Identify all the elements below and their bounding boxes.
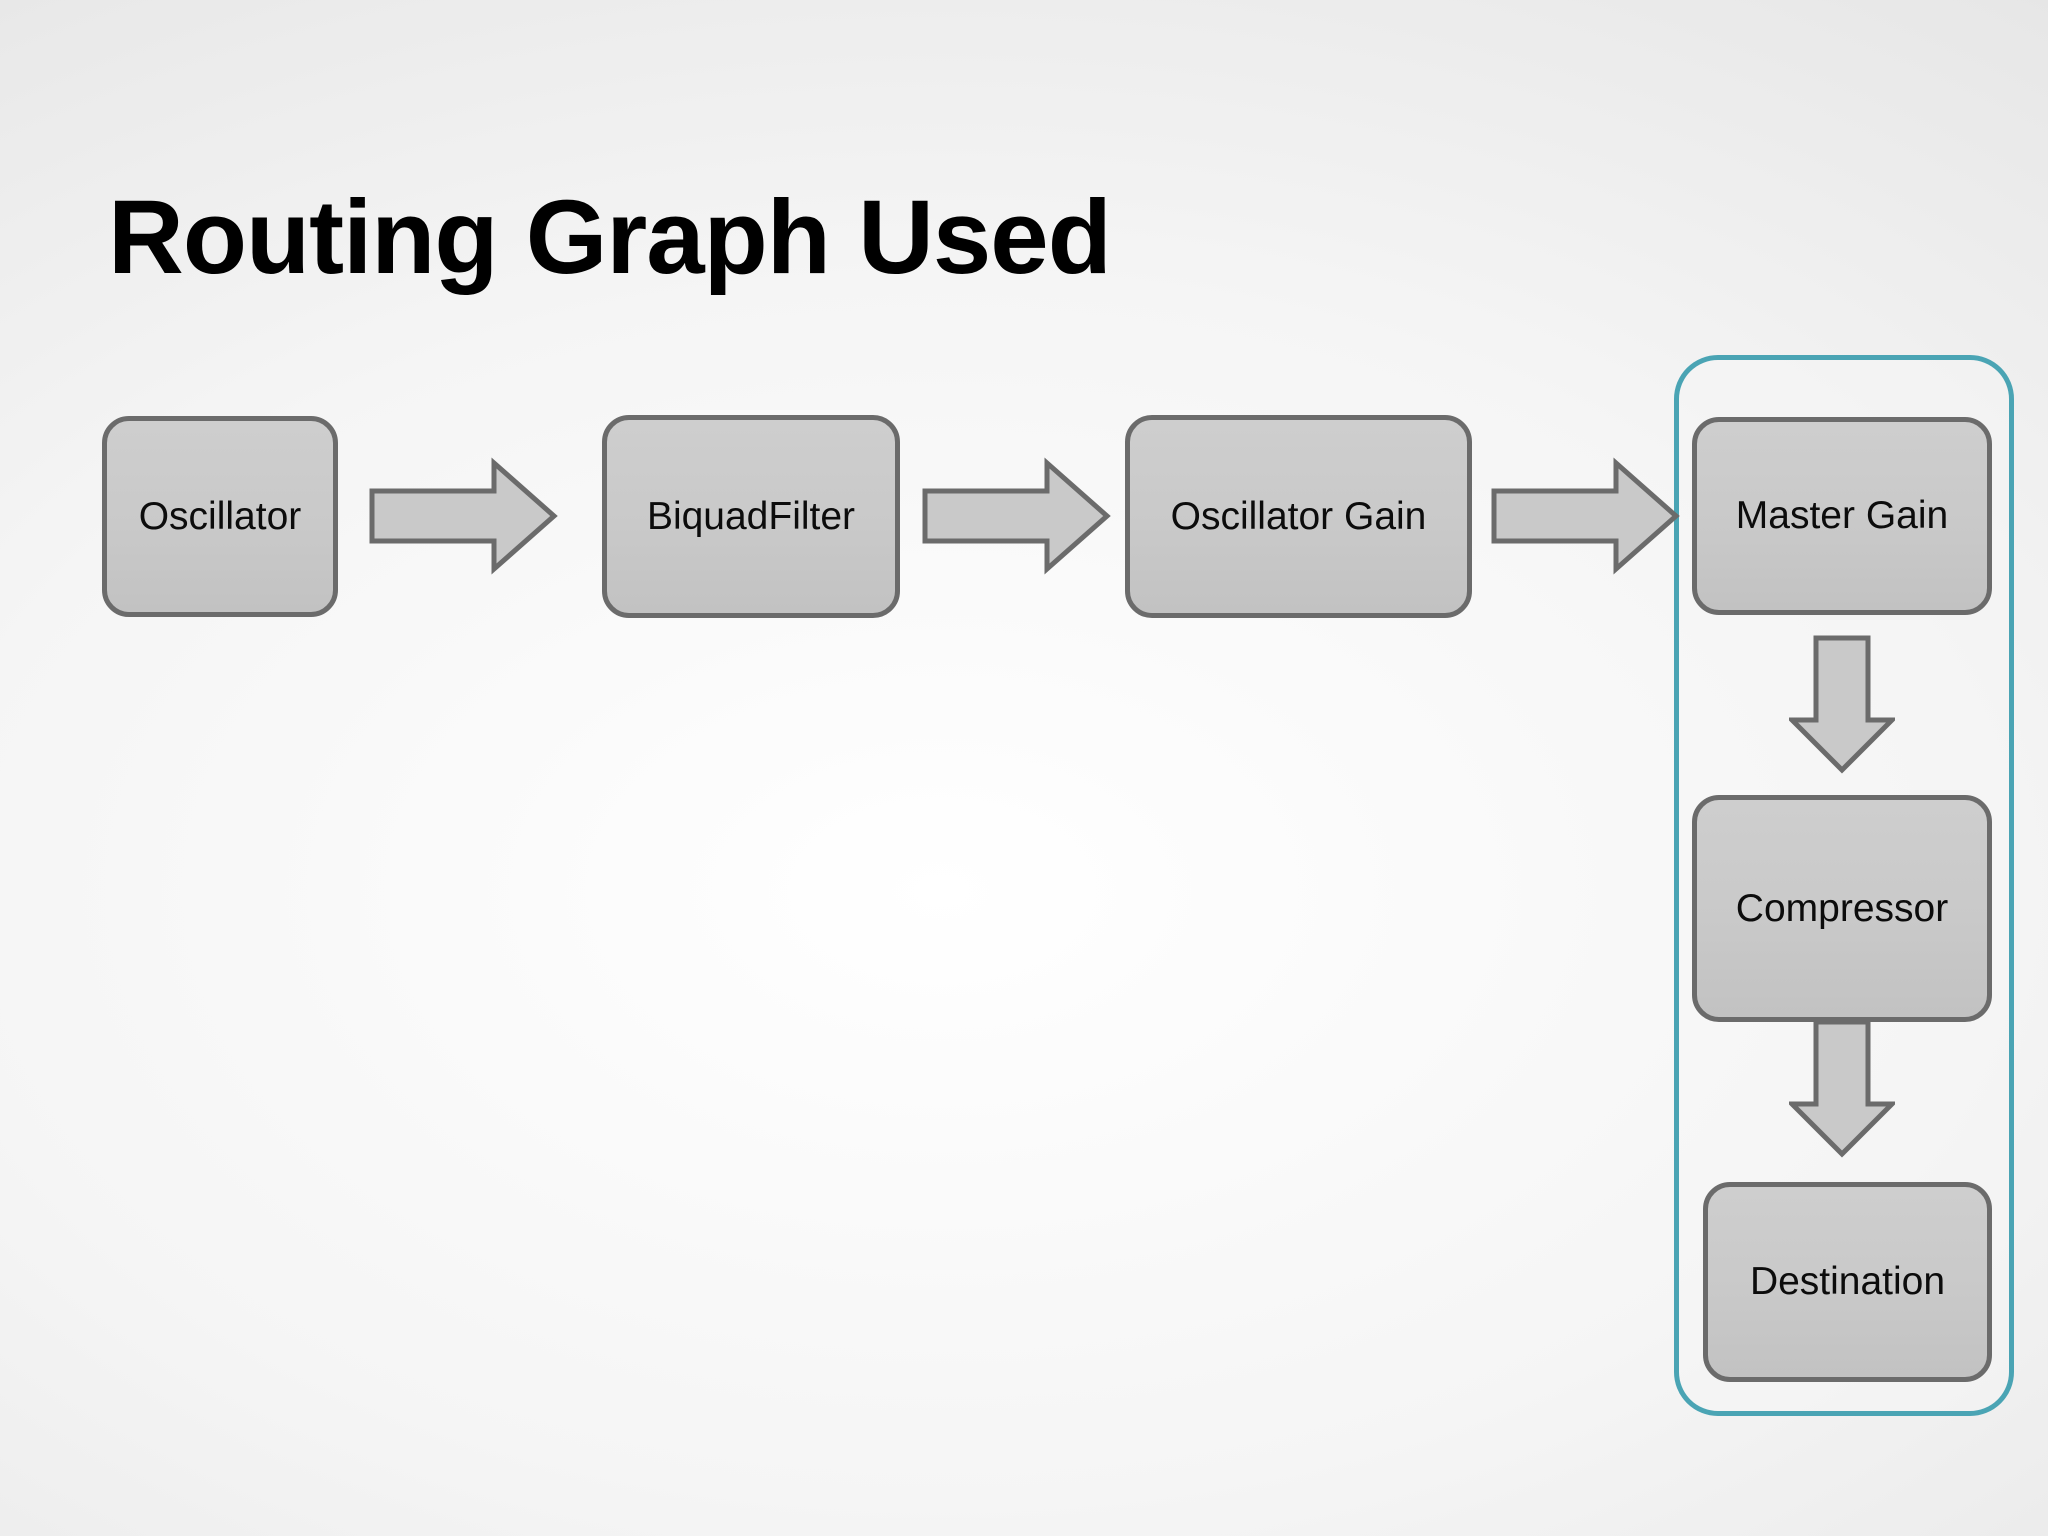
node-oscillator-gain: Oscillator Gain (1125, 415, 1472, 618)
node-master-gain: Master Gain (1692, 417, 1992, 615)
arrow-down-icon (1789, 635, 1895, 774)
arrow-right-icon (922, 457, 1111, 575)
node-destination: Destination (1703, 1182, 1992, 1382)
arrow-right-icon (1491, 457, 1680, 575)
node-biquad-filter: BiquadFilter (602, 415, 900, 618)
node-oscillator: Oscillator (102, 416, 338, 617)
arrow-right-icon (369, 457, 558, 575)
page-title: Routing Graph Used (108, 179, 1112, 296)
node-compressor: Compressor (1692, 795, 1992, 1022)
node-label: BiquadFilter (646, 494, 856, 538)
node-label: Master Gain (1735, 494, 1949, 537)
node-label: Oscillator (138, 494, 302, 538)
arrow-down-icon (1789, 1019, 1895, 1158)
node-label: Compressor (1735, 886, 1949, 930)
node-label: Oscillator Gain (1170, 494, 1427, 538)
node-label: Destination (1749, 1260, 1946, 1303)
